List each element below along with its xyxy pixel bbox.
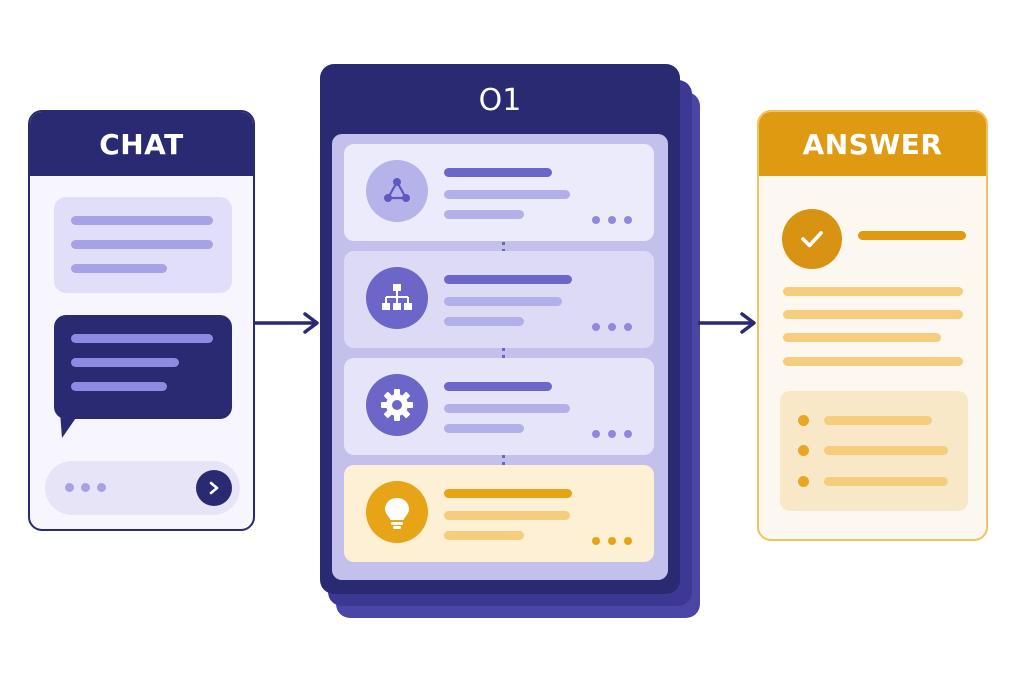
step-line [444,511,570,520]
message-line [71,358,179,367]
outgoing-message-bubble [54,315,232,419]
bullet-dot [798,476,809,487]
flow-arrow-icon [255,312,319,334]
bullet-dot [798,445,809,456]
o1-model-panel: O1 [320,64,680,594]
answer-heading-line [858,231,966,240]
reasoning-step [344,144,654,241]
more-dot [624,537,632,545]
send-button[interactable] [196,470,232,506]
answer-bullet-list [780,391,968,511]
reasoning-step [344,251,654,348]
step-icon-badge [366,267,428,329]
reasoning-steps [332,134,668,580]
more-dot [592,216,600,224]
step-line [444,317,524,326]
more-dot [592,430,600,438]
typing-dot [65,483,74,492]
typing-dot [81,483,90,492]
step-icon-badge [366,481,428,543]
step-line [444,404,570,413]
message-line [71,264,167,273]
step-line [444,210,524,219]
step-line [444,275,572,284]
chat-input[interactable] [45,461,240,515]
step-line [444,190,570,199]
answer-panel: ANSWER [757,110,988,541]
more-dot [608,430,616,438]
more-dot [624,216,632,224]
network-nodes-icon [384,178,410,202]
message-line [71,216,213,225]
message-line [71,240,213,249]
step-icon-badge [366,374,428,436]
o1-title: O1 [478,82,522,118]
answer-header: ANSWER [759,112,986,176]
step-line [444,297,562,306]
bullet-line [824,477,948,486]
bullet-line [824,446,948,455]
step-line [444,489,572,498]
reasoning-step [344,358,654,455]
checkmark-icon [801,231,823,248]
answer-line [783,310,963,319]
answer-line [783,357,963,366]
step-connector [502,455,508,465]
more-dot [624,323,632,331]
hierarchy-icon [382,284,412,310]
step-line [444,424,524,433]
message-line [71,382,167,391]
more-dot [592,323,600,331]
more-dot [592,537,600,545]
answer-line [783,333,941,342]
answer-line [783,287,963,296]
gear-icon [381,389,413,421]
flow-arrow-icon [698,312,756,334]
typing-dot [97,483,106,492]
step-icon-badge [366,160,428,222]
chat-header: CHAT [30,112,253,176]
send-arrow-icon [209,481,219,495]
more-dot [608,537,616,545]
step-line [444,168,552,177]
bullet-line [824,416,932,425]
bubble-tail [60,412,80,438]
incoming-message-bubble [54,197,232,293]
message-line [71,334,213,343]
step-connector [502,348,508,358]
step-line [444,382,552,391]
step-connector [502,242,508,252]
bullet-dot [798,415,809,426]
lightbulb-icon [385,498,409,529]
check-badge [782,209,842,269]
more-dot [608,323,616,331]
more-dot [608,216,616,224]
chat-panel: CHAT [28,110,255,531]
step-line [444,531,524,540]
more-dot [624,430,632,438]
reasoning-step-insight [344,465,654,562]
